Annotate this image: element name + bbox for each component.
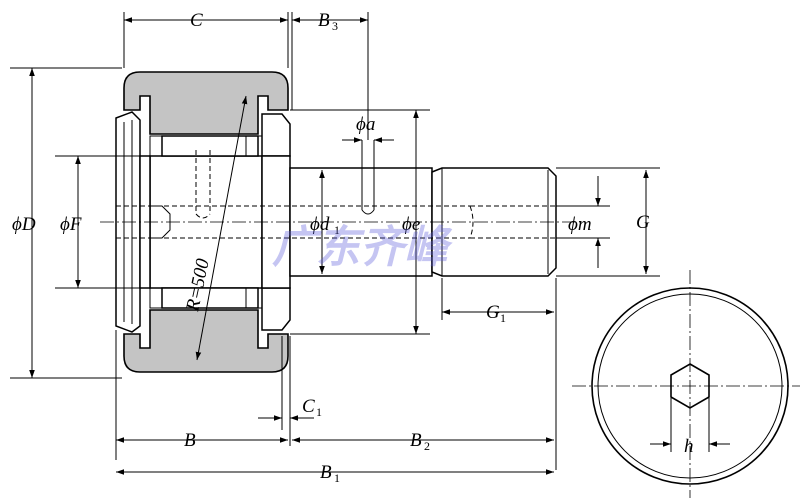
dim-B2: B [410, 430, 422, 451]
svg-text:1: 1 [334, 223, 340, 237]
hex-socket [670, 363, 710, 409]
dim-h: h [684, 436, 694, 457]
dim-phi-d1: ϕd [310, 214, 330, 235]
dim-B1: B [320, 462, 332, 483]
svg-text:1: 1 [334, 471, 340, 485]
dim-B3: B [318, 10, 330, 31]
dim-C: C [190, 10, 203, 31]
dim-G: G [636, 212, 650, 233]
thread-section [431, 167, 557, 277]
svg-text:2: 2 [424, 439, 430, 453]
dim-C1: C [302, 396, 315, 417]
dim-phi-D: ϕD [12, 214, 36, 235]
dim-phi-e: ϕe [402, 214, 420, 235]
svg-text:1: 1 [316, 405, 322, 419]
right-seal-bottom [261, 287, 291, 331]
dimensions: C B 3 ϕa ϕD ϕF ϕd 1 ϕe ϕm [10, 10, 660, 485]
dim-phi-m: ϕm [568, 214, 592, 235]
dim-phi-a: ϕa [356, 114, 375, 135]
dim-phi-F: ϕF [60, 214, 82, 235]
dim-G1: G [486, 302, 500, 323]
right-seal-top [261, 113, 291, 157]
end-view: h [572, 270, 800, 498]
svg-text:3: 3 [332, 19, 338, 33]
svg-text:1: 1 [500, 311, 506, 325]
watermark-text: 广东齐峰 [272, 222, 453, 273]
dim-B: B [184, 430, 196, 451]
